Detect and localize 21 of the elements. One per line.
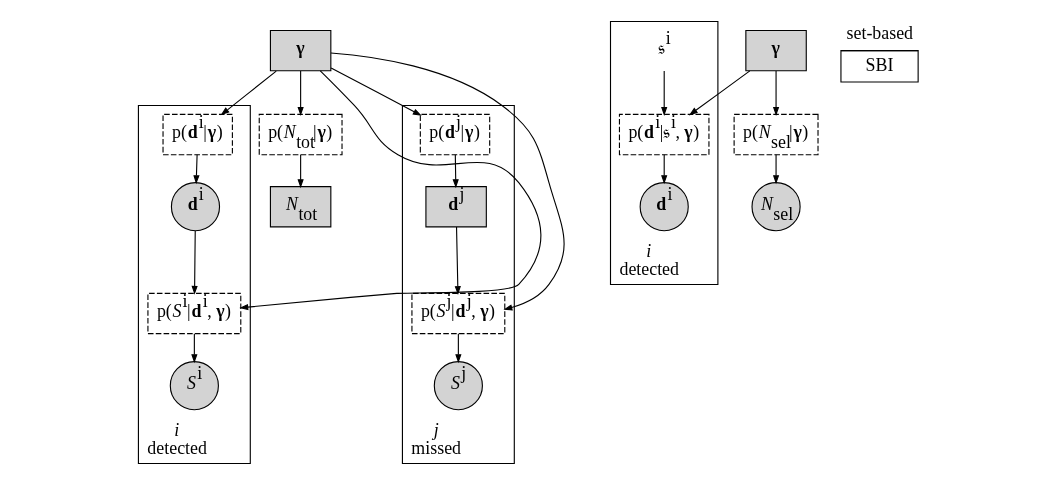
arrow xyxy=(688,70,750,116)
label: SBI xyxy=(865,54,893,75)
arrow xyxy=(454,226,461,296)
arrow xyxy=(238,70,541,311)
arrow xyxy=(772,70,779,116)
arrow xyxy=(452,154,459,189)
arrow xyxy=(191,230,198,295)
arrow xyxy=(220,70,277,116)
arrow xyxy=(297,154,304,189)
arrow xyxy=(297,70,304,116)
node-box: γ xyxy=(269,29,331,72)
arrow xyxy=(772,154,779,185)
label: set-based xyxy=(846,23,913,44)
arrow xyxy=(660,70,667,116)
node-box: γ xyxy=(744,29,807,72)
arrow xyxy=(329,52,565,311)
arrow xyxy=(454,333,461,364)
arrow xyxy=(660,154,667,185)
arrow xyxy=(190,333,197,364)
arrow xyxy=(192,154,200,185)
arrow xyxy=(330,67,422,116)
